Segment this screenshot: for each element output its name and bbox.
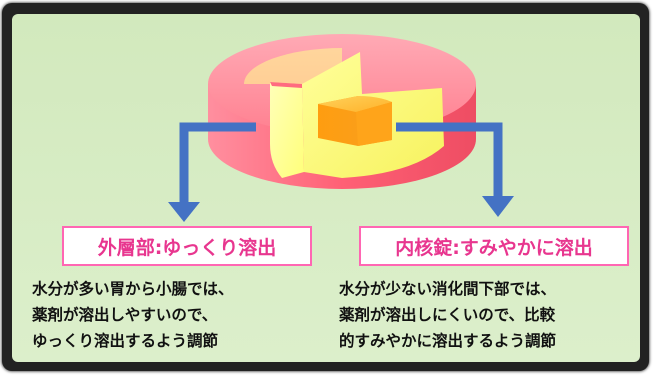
outer-layer-label: 外層部:ゆっくり溶出 bbox=[62, 226, 312, 266]
inner-layer-cut-face-left bbox=[270, 82, 304, 178]
core-top bbox=[318, 96, 392, 112]
core-front bbox=[356, 102, 392, 146]
right-arrow-line bbox=[396, 122, 503, 200]
left-arrow-head bbox=[168, 202, 200, 222]
coating-cut-edge bbox=[270, 82, 302, 88]
diagram-panel: 外層部:ゆっくり溶出 内核錠:すみやかに溶出 水分が多い胃から小腸では、 薬剤が… bbox=[12, 14, 640, 362]
inner-core-description-line: 薬剤が溶出しにくいので、比較 bbox=[339, 306, 556, 324]
diagram-frame: 外層部:ゆっくり溶出 内核錠:すみやかに溶出 水分が多い胃から小腸では、 薬剤が… bbox=[2, 3, 649, 371]
outer-layer-description-line: ゆっくり溶出するよう調節 bbox=[32, 332, 219, 350]
outer-layer-description: 水分が多い胃から小腸では、 薬剤が溶出しやすいので、 ゆっくり溶出するよう調節 bbox=[32, 276, 332, 354]
inner-core-description: 水分が少ない消化間下部では、 薬剤が溶出しにくいので、比較 的すみやかに溶出する… bbox=[339, 276, 639, 354]
right-arrow-head bbox=[482, 196, 514, 217]
outer-layer-description-line: 薬剤が溶出しやすいので、 bbox=[32, 306, 218, 324]
left-arrow-line bbox=[179, 122, 256, 206]
inner-core-label: 内核錠:すみやかに溶出 bbox=[359, 226, 629, 266]
tablet-cutaway-illustration bbox=[12, 14, 640, 362]
inner-core-description-line: 的すみやかに溶出するよう調節 bbox=[339, 332, 557, 350]
inner-layer-top-tint bbox=[244, 48, 342, 84]
inner-core-description-line: 水分が少ない消化間下部では、 bbox=[339, 280, 557, 298]
outer-layer-description-line: 水分が多い胃から小腸では、 bbox=[32, 280, 234, 298]
